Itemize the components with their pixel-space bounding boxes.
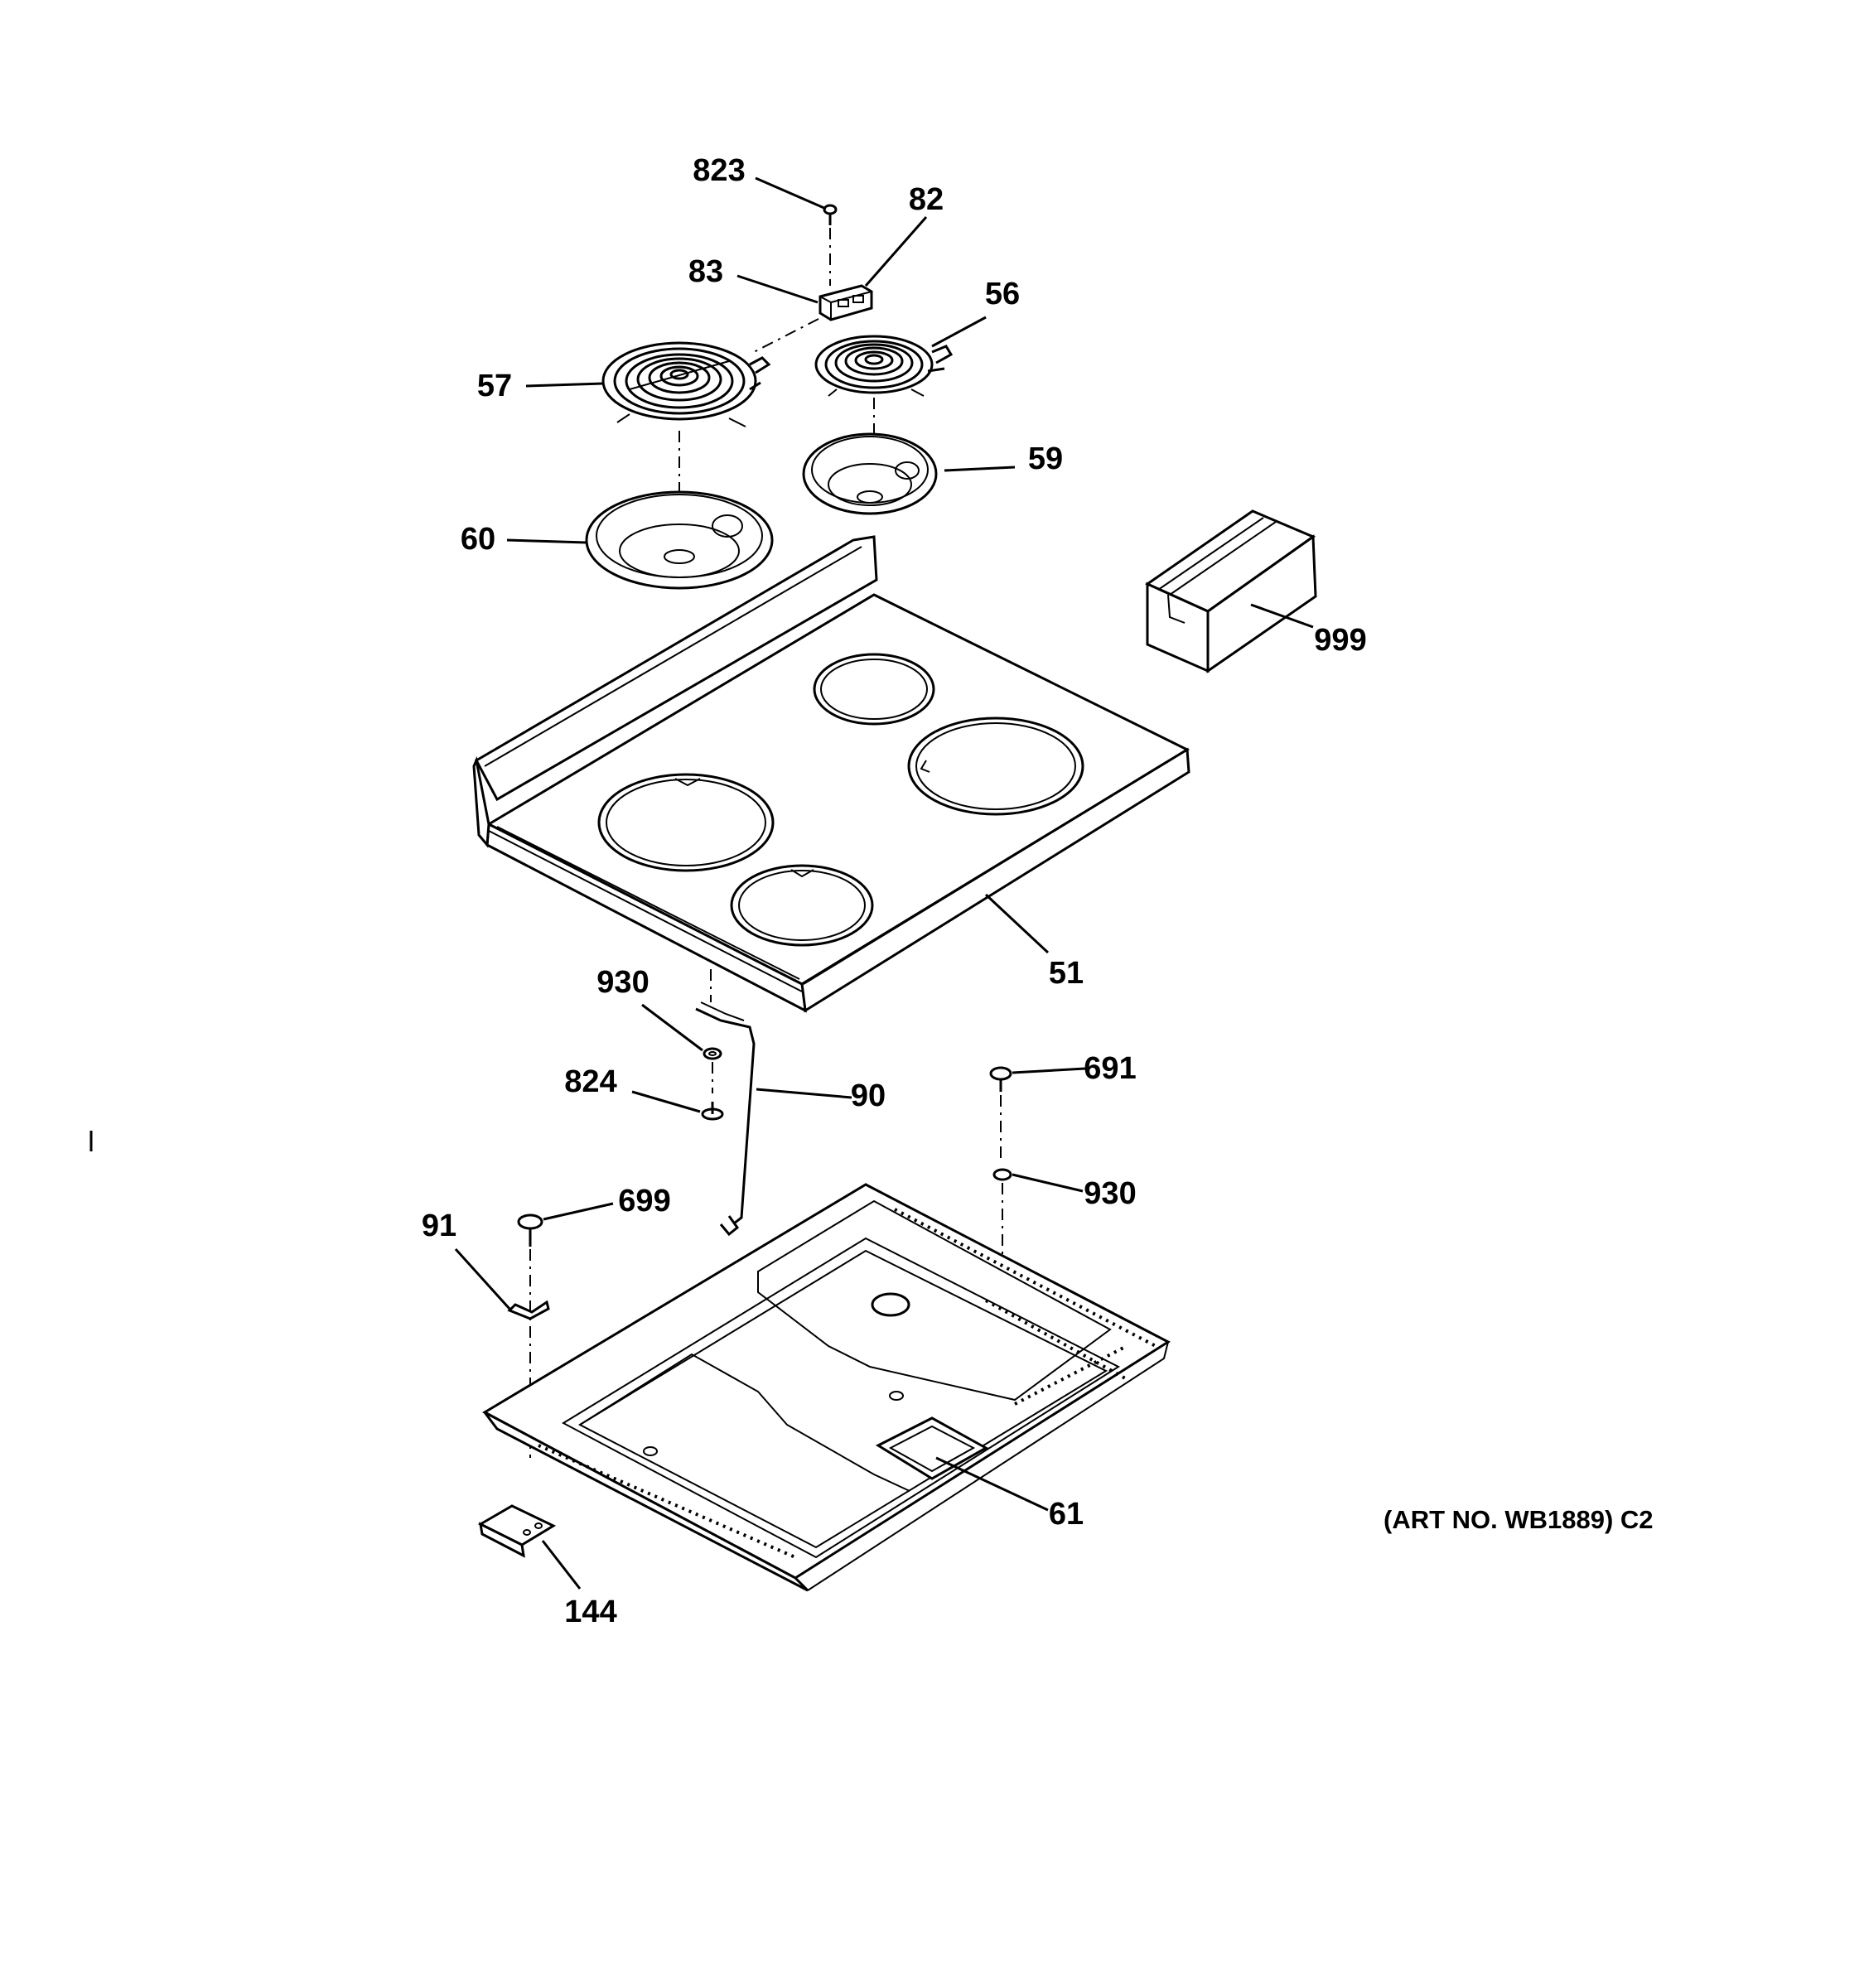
callout-59: 59 <box>1028 442 1063 476</box>
part-930-washer-lower <box>992 1168 1012 1267</box>
part-824-screw <box>701 1062 724 1121</box>
part-699-screw <box>517 1214 543 1458</box>
part-691-screw <box>989 1066 1012 1164</box>
part-59-small-drip-pan <box>802 432 938 515</box>
part-999-box <box>1144 509 1317 673</box>
callout-91: 91 <box>422 1209 456 1243</box>
callout-930-lower: 930 <box>1084 1176 1136 1211</box>
callout-999: 999 <box>1314 623 1366 658</box>
callout-51: 51 <box>1049 956 1084 991</box>
art-number: (ART NO. WB1889) C2 <box>1384 1505 1654 1534</box>
part-61-bottom-panel <box>481 1183 1171 1592</box>
callout-90: 90 <box>851 1078 886 1113</box>
part-57-large-surface-unit <box>601 341 771 551</box>
part-930-washer-upper <box>703 1047 722 1060</box>
part-91-bracket <box>507 1300 550 1320</box>
callout-144: 144 <box>564 1595 616 1629</box>
part-60-large-drip-pan <box>585 490 774 590</box>
leader-lines <box>454 176 1314 1590</box>
part-144-bracket <box>477 1504 557 1558</box>
callout-691: 691 <box>1084 1051 1136 1086</box>
callout-824: 824 <box>564 1064 616 1099</box>
callout-60: 60 <box>461 522 495 557</box>
part-51-cooktop <box>472 535 1190 1013</box>
callout-699: 699 <box>618 1184 670 1218</box>
callout-83: 83 <box>688 254 723 289</box>
callout-56: 56 <box>985 277 1020 311</box>
callout-930-upper: 930 <box>596 965 649 1000</box>
part-823-screw <box>823 204 838 286</box>
part-82-terminal-block <box>819 284 873 321</box>
callout-82: 82 <box>909 182 944 217</box>
callout-57: 57 <box>477 369 512 403</box>
callout-61: 61 <box>1049 1497 1084 1532</box>
part-90-rod <box>695 1001 756 1237</box>
callout-labels: 823 82 83 56 57 59 60 999 51 930 824 90 … <box>422 153 1367 1629</box>
callout-823: 823 <box>693 153 745 188</box>
